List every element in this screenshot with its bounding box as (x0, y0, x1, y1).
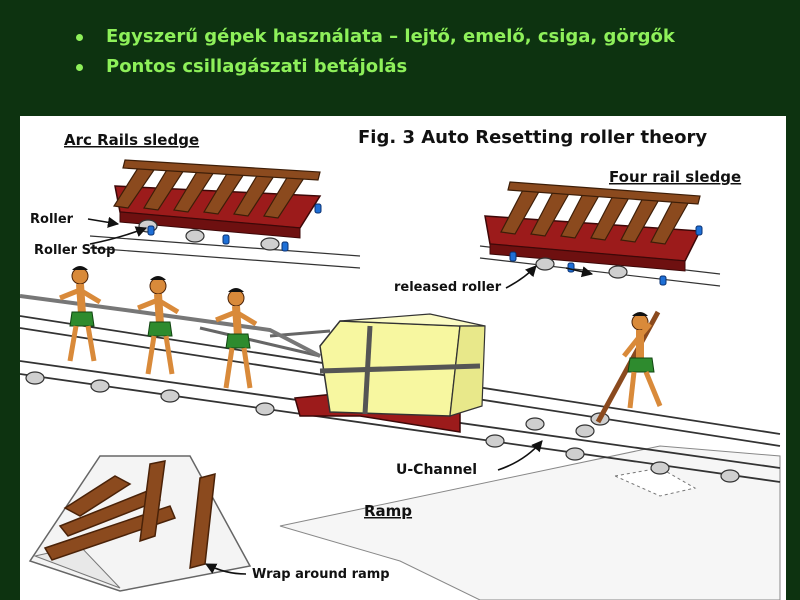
bullet-dot-icon (76, 64, 83, 71)
label-ramp: Ramp (364, 502, 412, 520)
roller-theory-diagram: Fig. 3 Auto Resetting roller theory Arc … (20, 127, 781, 600)
bullet-item: Pontos csillagászati betájolás (72, 52, 675, 82)
bullet-text: Egyszerű gépek használata – lejtő, emelő… (106, 26, 675, 47)
track-rollers (25, 371, 740, 483)
figure-panel: Fig. 3 Auto Resetting roller theory Arc … (20, 116, 786, 600)
worker-with-lever (595, 310, 663, 424)
label-wrap-around-ramp: Wrap around ramp (252, 567, 390, 582)
bullet-text: Pontos csillagászati betájolás (106, 56, 408, 77)
label-u-channel: U-Channel (396, 462, 477, 478)
ground-surface (279, 445, 781, 600)
worker-pulling (215, 288, 258, 389)
four-rail-sledge (479, 181, 721, 287)
worker-pulling (137, 276, 180, 375)
label-roller-stop: Roller Stop (34, 243, 115, 258)
label-arc-rails-sledge: Arc Rails sledge (64, 131, 199, 149)
stone-block-sledge (199, 313, 486, 433)
label-roller: Roller (30, 212, 74, 227)
label-released-roller: released roller (394, 280, 502, 295)
label-four-rail-sledge: Four rail sledge (609, 168, 741, 186)
bullet-item: Egyszerű gépek használata – lejtő, emelő… (72, 22, 675, 52)
arc-rails-sledge (89, 159, 361, 269)
figure-title: Fig. 3 Auto Resetting roller theory (358, 127, 707, 148)
slide-bullet-list: Egyszerű gépek használata – lejtő, emelő… (72, 22, 675, 82)
ramp-illustration (28, 455, 252, 592)
pointer-arrows (87, 216, 594, 575)
worker-pulling (59, 266, 102, 362)
bullet-dot-icon (76, 34, 83, 41)
